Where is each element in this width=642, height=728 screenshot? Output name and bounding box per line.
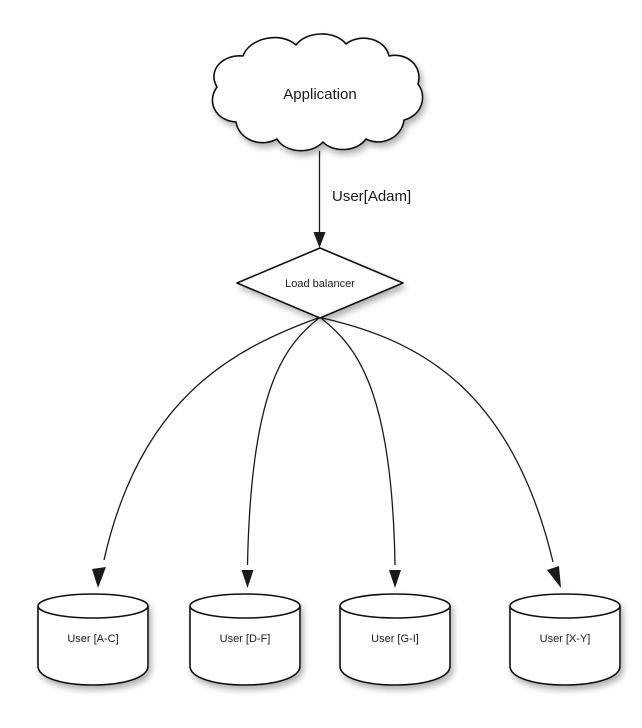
diamond-icon [236,247,404,319]
database-icon [37,593,149,686]
database-icon [509,593,621,686]
edge-app-to-balancer-label: User[Adam] [332,188,411,205]
arrow-head-icon [241,570,254,588]
edge-app-to-balancer[interactable]: User[Adam] [313,151,412,248]
node-database-1[interactable]: User [D-F] [189,593,301,686]
node-database-3[interactable]: User [X-Y] [509,593,621,686]
arrow-head-icon [389,570,401,588]
edge-balancer-to-db-2-path [320,317,396,566]
cloud-label: Application [283,86,356,103]
database-label: User [D-F] [220,633,271,645]
edge-balancer-to-db-0-path [103,317,319,561]
database-icon [339,593,451,686]
edge-balancer-to-db-3[interactable] [321,317,561,588]
arrow-head-icon [92,567,106,588]
arrow-head-icon [547,566,561,588]
database-label: User [X-Y] [540,633,591,645]
load-balancer-label: Load balancer [285,278,355,290]
node-database-0[interactable]: User [A-C] [37,593,149,686]
edge-balancer-to-db-1[interactable] [241,317,320,588]
edge-balancer-to-db-0[interactable] [92,317,319,588]
arrow-head-icon [313,232,326,248]
cloud-icon [211,33,424,152]
database-label: User [G-I] [371,633,419,645]
database-icon [189,593,301,686]
edge-balancer-to-db-1-path [246,317,320,566]
database-label: User [A-C] [67,633,118,645]
edge-balancer-to-db-2[interactable] [320,317,401,588]
edge-balancer-to-db-3-path [321,317,554,563]
node-application[interactable]: Application [211,33,424,152]
node-load-balancer[interactable]: Load balancer [236,247,404,319]
node-database-2[interactable]: User [G-I] [339,593,451,686]
